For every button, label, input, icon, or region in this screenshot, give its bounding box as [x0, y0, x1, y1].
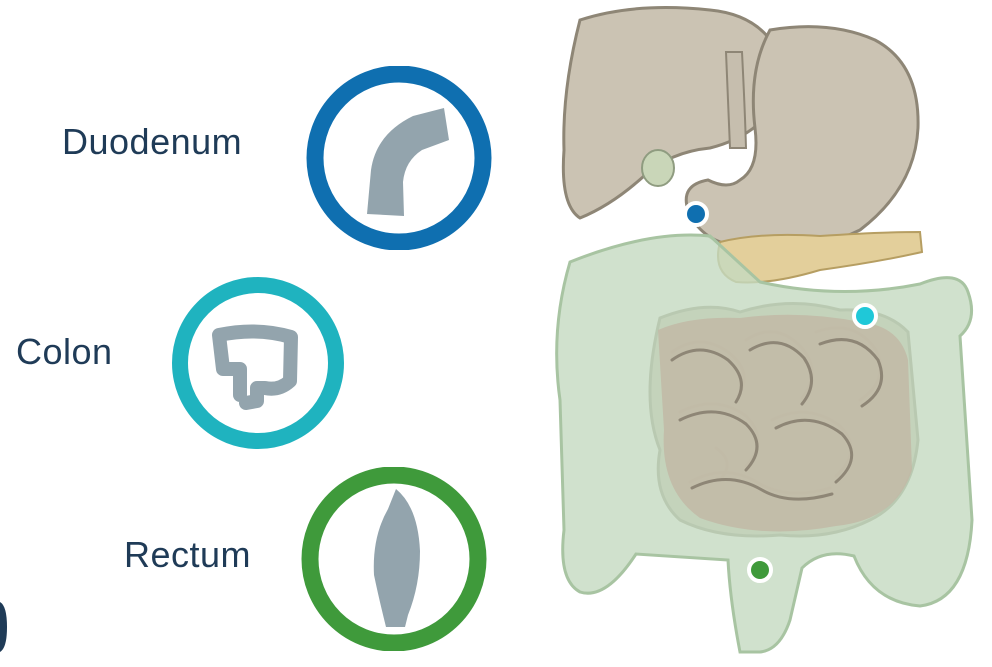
- duodenum-badge: [297, 66, 501, 250]
- rectum-badge: [294, 467, 494, 651]
- colon-label: Colon: [16, 334, 113, 370]
- esophagus: [726, 52, 746, 148]
- colon-ring: [180, 285, 336, 441]
- digestive-system-illustration: [540, 0, 992, 667]
- gallbladder: [642, 150, 674, 186]
- rectum-label: Rectum: [124, 537, 251, 573]
- duodenum-label: Duodenum: [62, 124, 242, 160]
- duodenum-marker: [685, 203, 707, 225]
- colon-badge: [167, 277, 349, 449]
- edge-fragment: [0, 602, 8, 652]
- rectum-marker: [749, 559, 771, 581]
- colon-marker: [854, 305, 876, 327]
